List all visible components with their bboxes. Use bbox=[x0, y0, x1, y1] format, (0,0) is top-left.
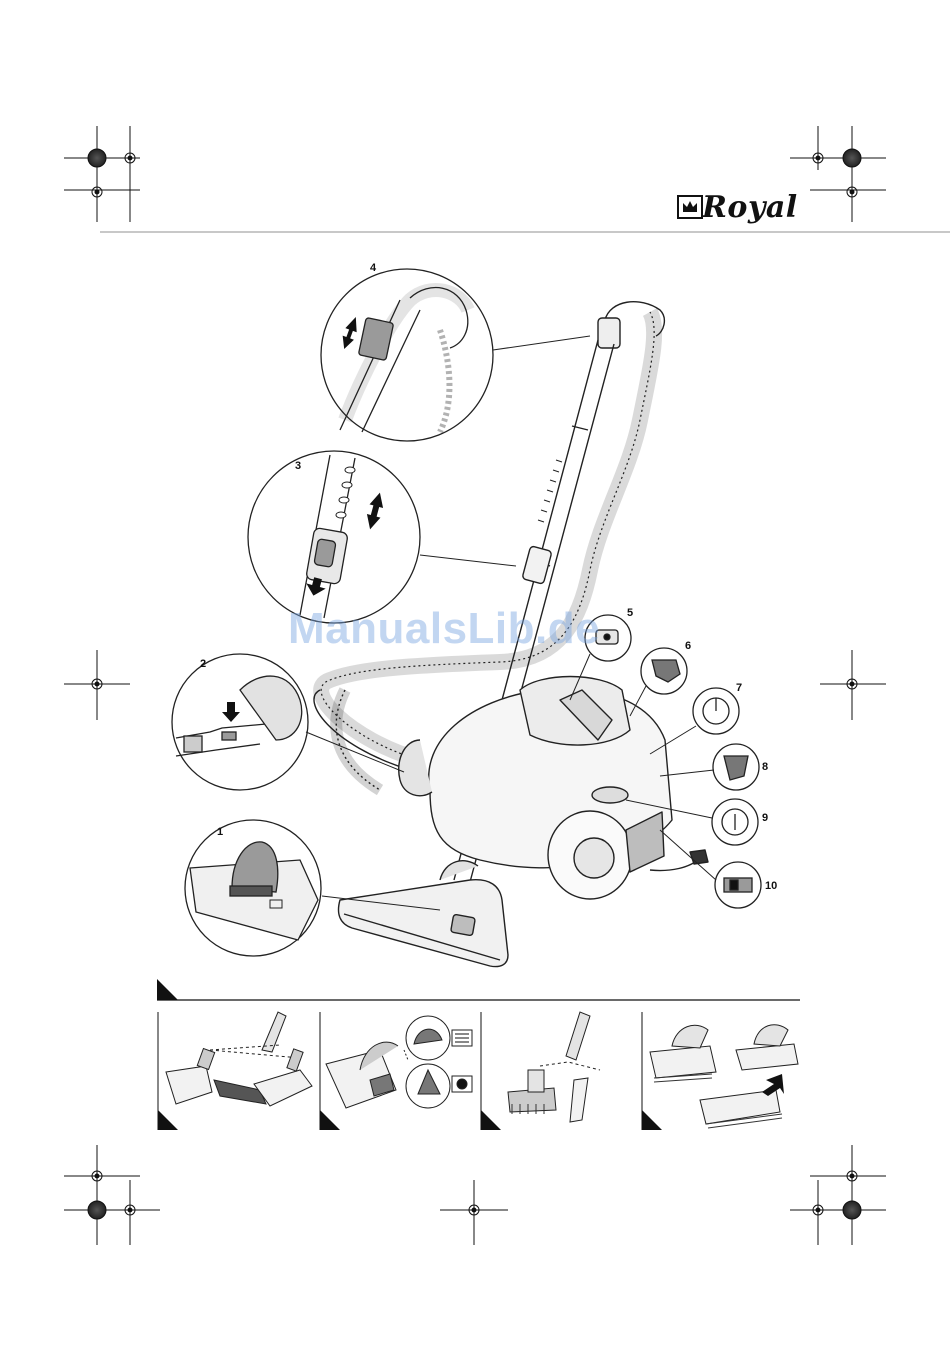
panel-markers bbox=[158, 1110, 662, 1130]
watermark: ManualsLib.de bbox=[288, 604, 600, 654]
section-marker-triangle bbox=[157, 979, 178, 1000]
step-panel-1-drawing bbox=[166, 1012, 312, 1106]
callout-5: 5 bbox=[627, 607, 633, 619]
callout-1: 1 bbox=[217, 826, 223, 838]
callout-8: 8 bbox=[762, 761, 768, 773]
detail-3-telescopic-tube bbox=[248, 451, 516, 623]
callout-10: 10 bbox=[765, 880, 777, 892]
callout-3: 3 bbox=[295, 460, 301, 472]
callout-2: 2 bbox=[200, 658, 206, 670]
detail-4-tube-release bbox=[321, 269, 590, 441]
detail-8-dust-indicator bbox=[660, 744, 759, 790]
callout-4: 4 bbox=[370, 262, 376, 274]
step-panel-4-drawing bbox=[650, 1025, 798, 1128]
detail-6-carry-handle bbox=[630, 648, 687, 716]
callout-7: 7 bbox=[736, 682, 742, 694]
step-panel-3-drawing bbox=[508, 1012, 600, 1122]
callout-6: 6 bbox=[685, 640, 691, 652]
crown-icon bbox=[678, 196, 702, 218]
bottom-section bbox=[157, 979, 800, 1130]
callout-9: 9 bbox=[762, 812, 768, 824]
step-panel-2-drawing bbox=[326, 1016, 472, 1108]
brand-logo: Royal bbox=[702, 190, 798, 225]
